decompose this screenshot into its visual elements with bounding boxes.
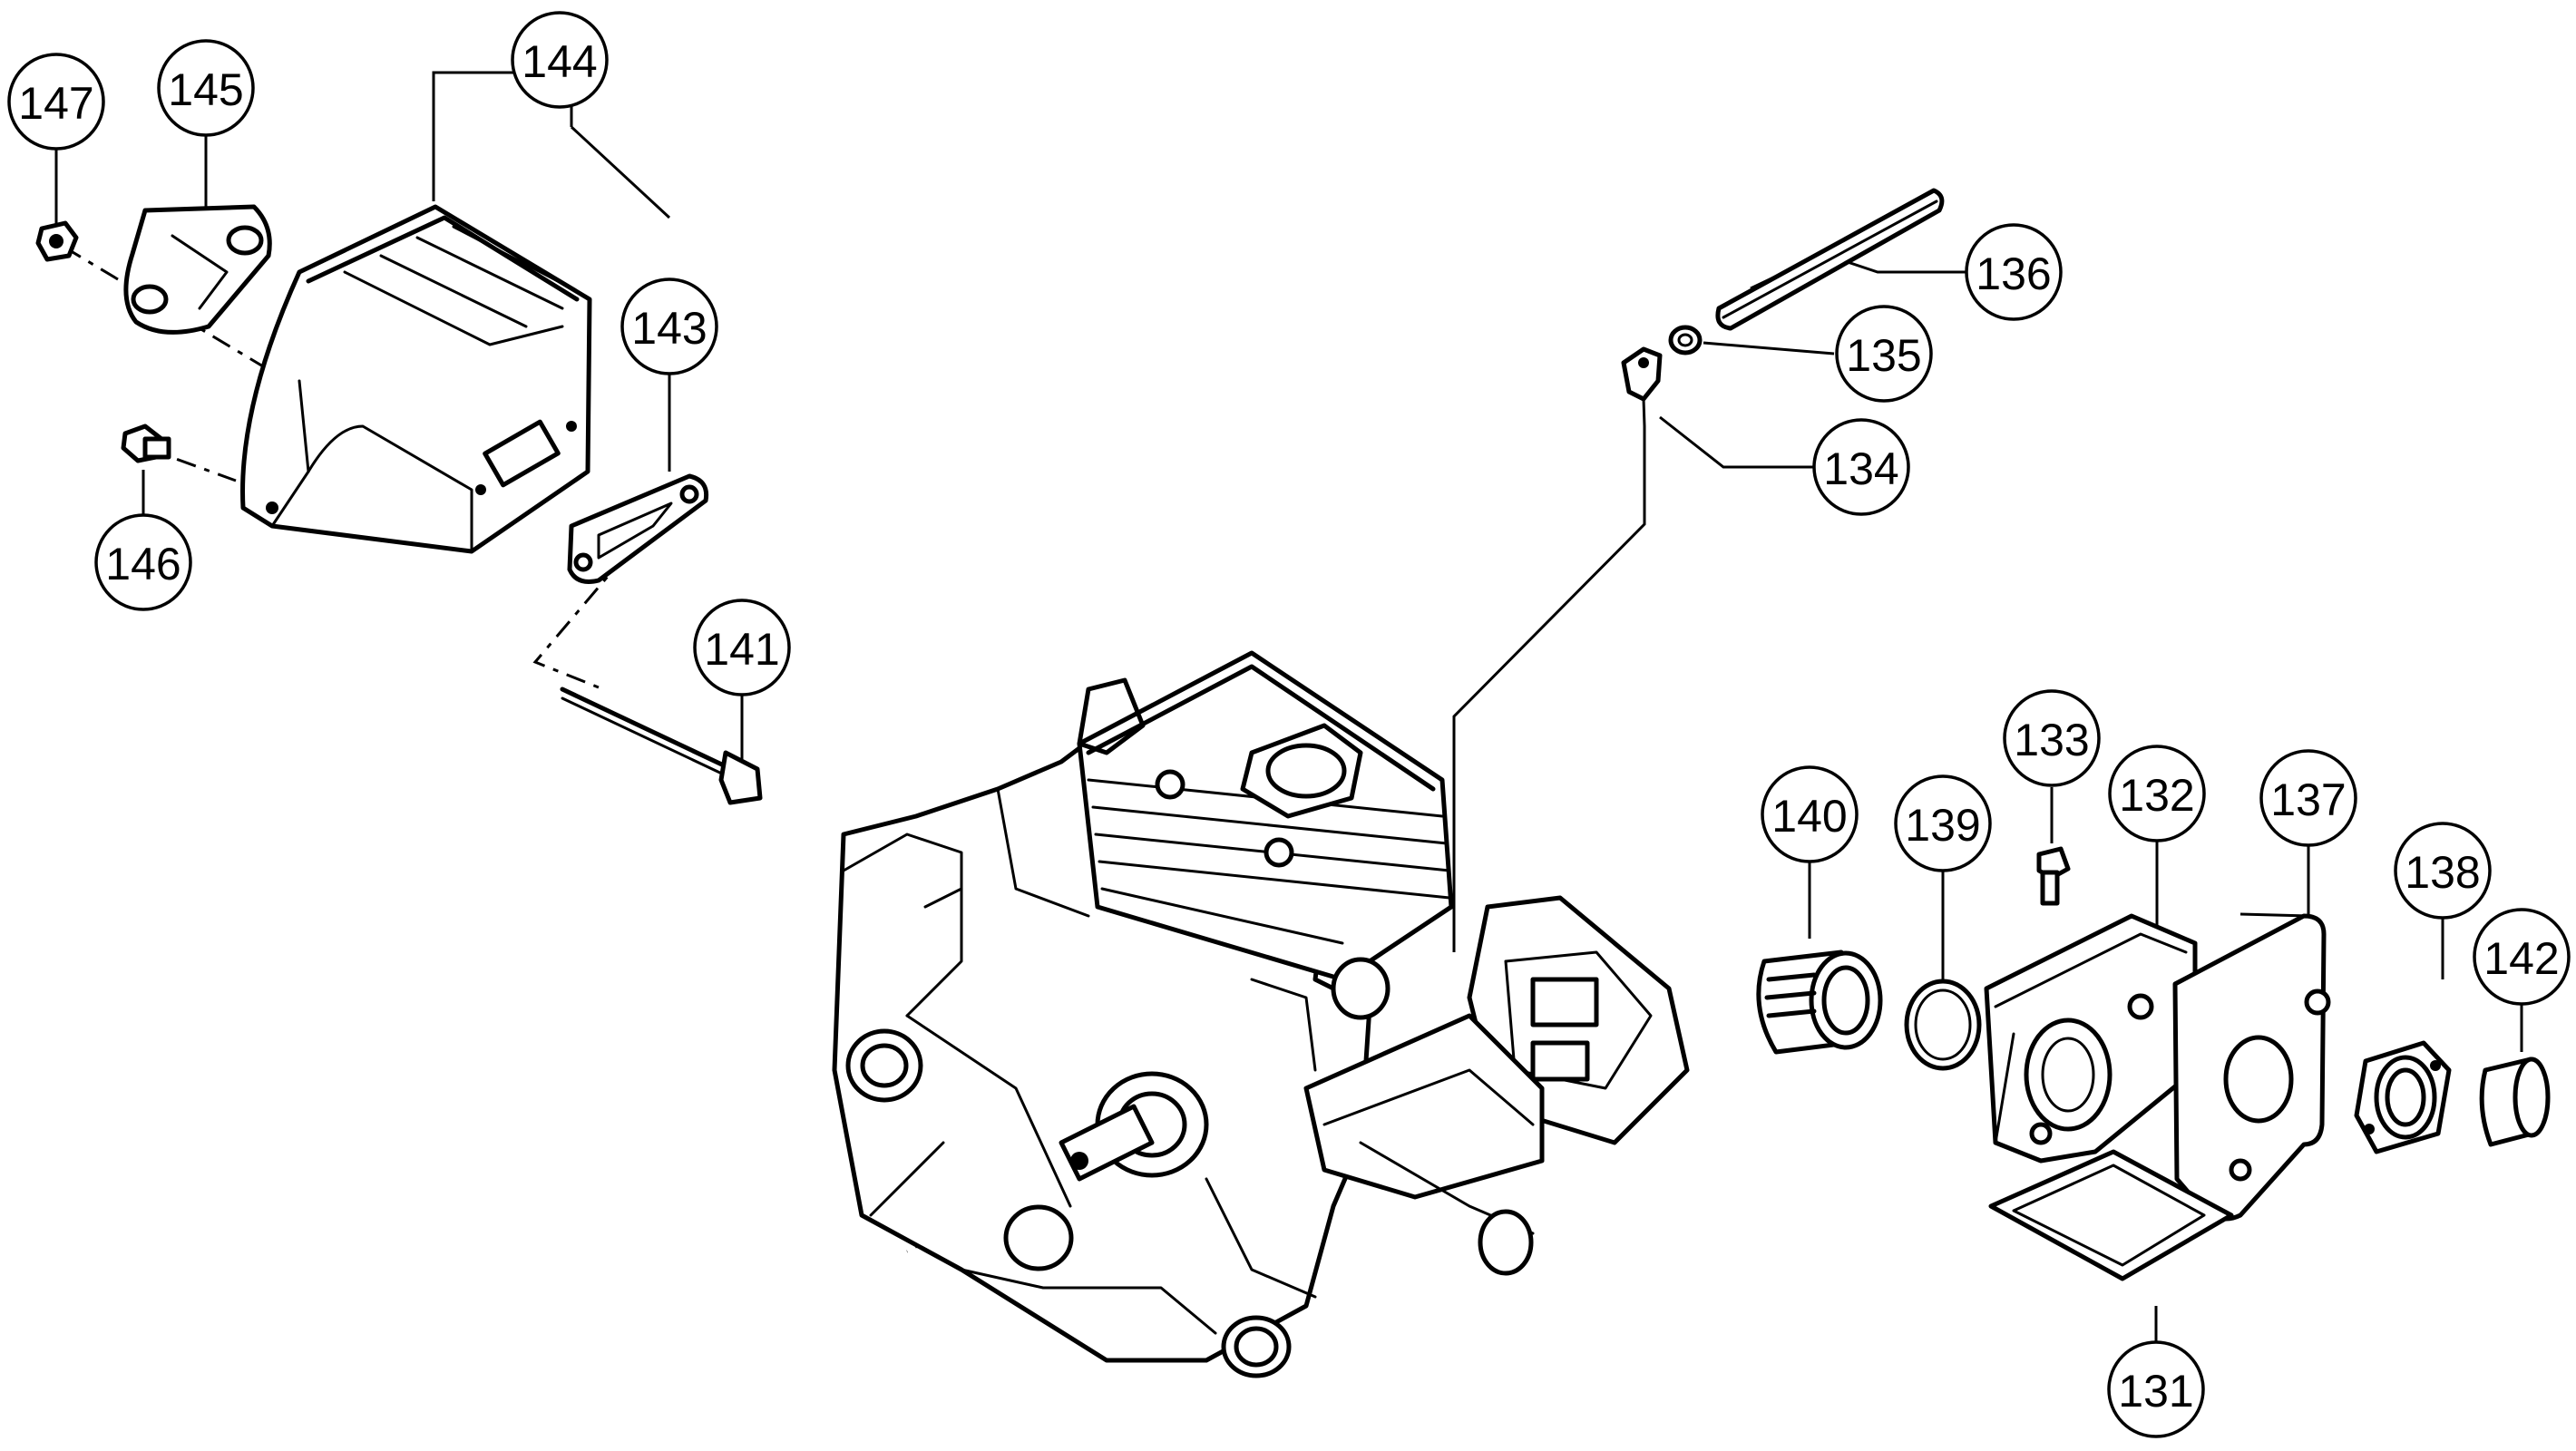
callout-label: 147 (18, 78, 93, 129)
callout-label: 136 (1976, 248, 2051, 299)
callout-label: 139 (1905, 800, 1980, 851)
callout-143: 143 (620, 278, 718, 375)
gasket-137 (2172, 913, 2331, 1222)
callout-label: 134 (1823, 443, 1898, 494)
callout-label: 141 (704, 624, 779, 675)
callout-label: 140 (1771, 791, 1847, 842)
callout-circle (2003, 689, 2101, 787)
callout-142: 142 (2473, 908, 2571, 1006)
boot-140 (1756, 949, 1883, 1055)
callout-139: 139 (1894, 774, 1992, 872)
callout-145: 145 (157, 39, 255, 137)
callout-133: 133 (2003, 689, 2101, 787)
callout-circle (511, 11, 609, 109)
callout-circle (1965, 223, 2063, 321)
callout-circle (2108, 745, 2206, 842)
callout-140: 140 (1761, 765, 1859, 863)
callout-label: 135 (1846, 330, 1921, 381)
callout-136: 136 (1965, 223, 2063, 321)
oring-139 (1904, 979, 1982, 1071)
callout-label: 145 (168, 64, 243, 115)
callout-label: 131 (2118, 1366, 2193, 1417)
callout-146: 146 (94, 513, 192, 611)
gasket-143 (567, 473, 709, 584)
callout-circle (2394, 822, 2492, 920)
callout-131: 131 (2107, 1340, 2205, 1438)
engine-crankcase (832, 650, 1690, 1378)
flange-132 (1984, 913, 2198, 1164)
callout-label: 137 (2270, 774, 2346, 825)
callout-147: 147 (7, 53, 105, 151)
callout-label: 144 (522, 36, 597, 87)
callout-label: 132 (2119, 770, 2194, 821)
callout-circle (1835, 305, 1933, 403)
screw-133 (2036, 846, 2071, 906)
callout-label: 138 (2405, 847, 2480, 898)
flange-138 (2354, 1040, 2452, 1154)
callout-label: 143 (631, 303, 707, 354)
callout-circle (7, 53, 105, 151)
callout-135: 135 (1835, 305, 1933, 403)
callout-circle (693, 599, 791, 696)
callout-circle (1761, 765, 1859, 863)
callout-circle (94, 513, 192, 611)
callout-132: 132 (2108, 745, 2206, 842)
callout-circle (2473, 908, 2571, 1006)
callout-label: 133 (2014, 715, 2089, 765)
callout-circle (2259, 749, 2357, 847)
muffler-144 (240, 204, 592, 554)
callouts: 147 145 144 143 146 141 136 135 134 133 140 139 132 1… (7, 11, 2571, 1438)
callout-circle (2107, 1340, 2205, 1438)
tube-136 (1715, 188, 1945, 331)
callout-144: 144 (511, 11, 609, 109)
callout-141: 141 (693, 599, 791, 696)
callout-circle (620, 278, 718, 375)
callout-circle (1894, 774, 1992, 872)
callout-circle (1812, 418, 1910, 516)
callout-circle (157, 39, 255, 137)
nut-147 (35, 220, 79, 262)
gasket-131 (1988, 1149, 2234, 1281)
callout-138: 138 (2394, 822, 2492, 920)
bolt-141 (560, 687, 763, 805)
fitting-134 (1621, 346, 1663, 428)
callout-label: 146 (105, 539, 181, 589)
callout-137: 137 (2259, 749, 2357, 847)
plate-145 (123, 204, 272, 335)
ring-142 (2479, 1057, 2551, 1147)
bolt-146 (121, 424, 171, 463)
callout-134: 134 (1812, 418, 1910, 516)
callout-label: 142 (2483, 933, 2559, 984)
washer-135 (1668, 325, 1703, 355)
